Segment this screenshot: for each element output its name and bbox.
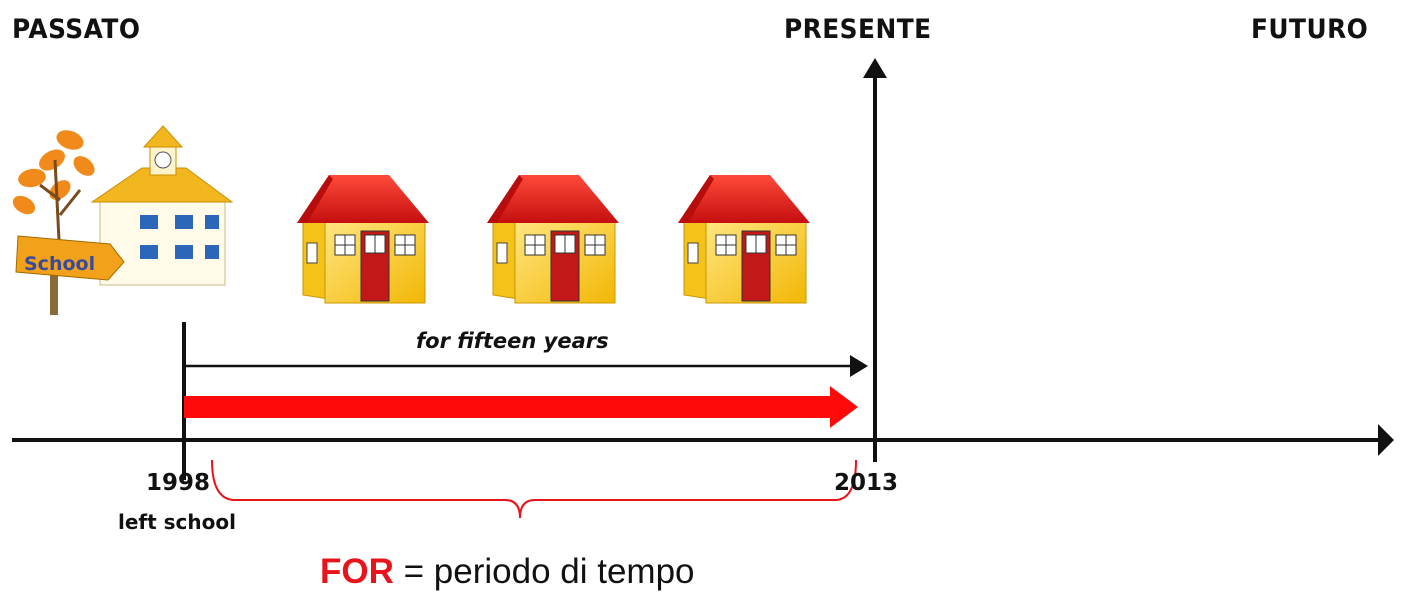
school-sign-text: School [24, 253, 95, 275]
header-future: FUTURO [1251, 14, 1369, 45]
time-axis [12, 424, 1394, 456]
header-present: PRESENTE [784, 14, 932, 45]
end-year: 2013 [834, 470, 899, 496]
caption-keyword: FOR [320, 552, 394, 591]
start-event: left school [118, 510, 236, 534]
header-past: PASSATO [12, 14, 141, 45]
house-icon-3 [677, 174, 811, 304]
caption: FOR = periodo di tempo [320, 552, 695, 592]
school-building-icon: School [12, 125, 234, 315]
house-icon-1 [296, 174, 430, 304]
house-icon-2 [486, 174, 620, 304]
start-year: 1998 [146, 470, 211, 496]
duration-arrow [184, 355, 868, 377]
red-progress-arrow [184, 386, 858, 428]
caption-text: = periodo di tempo [393, 552, 695, 591]
duration-label: for fifteen years [416, 329, 609, 353]
present-marker [863, 58, 887, 462]
for-brace [211, 459, 857, 519]
